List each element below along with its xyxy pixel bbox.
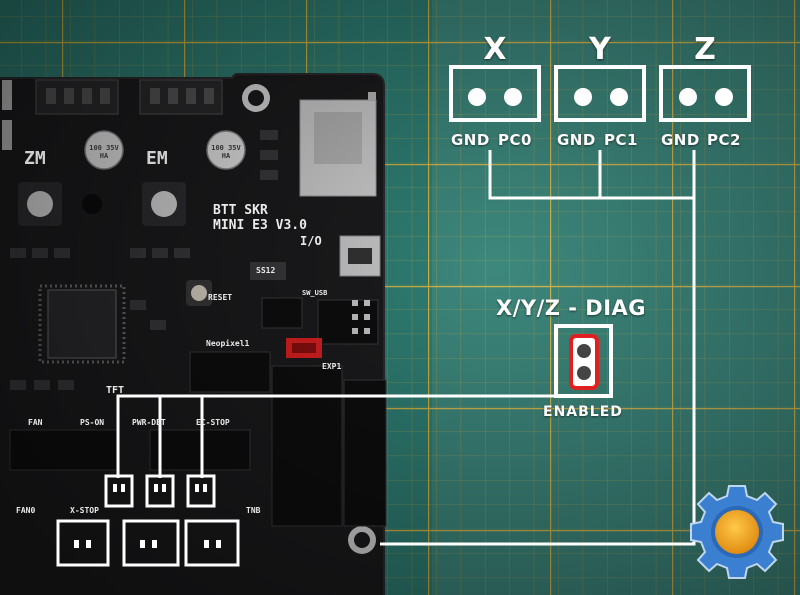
silk-em: EM bbox=[146, 148, 168, 169]
diag-title: X/Y/Z - DIAG bbox=[496, 296, 647, 320]
silk-io: I/O bbox=[300, 234, 322, 248]
y-signal-label: PC1 bbox=[604, 131, 638, 149]
silk-reset: RESET bbox=[208, 293, 233, 302]
silk-sw-usb: SW_USB bbox=[302, 289, 328, 297]
silk-cap-right: 100 35V HA bbox=[211, 144, 241, 160]
board-model-line1: BTT SKR bbox=[213, 203, 268, 218]
silk-ec-stop: EC-STOP bbox=[196, 418, 230, 427]
y-endstop-outline bbox=[122, 519, 180, 567]
silk-pwr-det: PWR-DET bbox=[132, 418, 166, 427]
x-connector-outline bbox=[449, 65, 541, 122]
board-model-line2: MINI E3 V3.0 bbox=[213, 218, 307, 233]
z-axis-label: Z bbox=[694, 32, 716, 67]
z-endstop-outline bbox=[184, 519, 240, 567]
diag-jumper bbox=[569, 334, 599, 390]
silk-ss12: SS12 bbox=[256, 266, 276, 275]
silk-neopixel: Neopixel1 bbox=[206, 339, 250, 348]
z-signal-label: PC2 bbox=[707, 131, 741, 149]
z-connector-outline bbox=[659, 65, 751, 122]
silk-tft: TFT bbox=[106, 385, 125, 396]
gear-icon bbox=[690, 485, 784, 579]
diag-wire bbox=[116, 394, 556, 478]
silk-zm: ZM bbox=[24, 148, 46, 169]
x-signal-label: PC0 bbox=[498, 131, 532, 149]
silk-exp1: EXP1 bbox=[322, 362, 342, 371]
y-gnd-label: GND bbox=[557, 131, 596, 149]
diag-jumper-outline bbox=[554, 324, 613, 398]
x-axis-label: X bbox=[483, 32, 507, 67]
silk-x-stop: X-STOP bbox=[70, 506, 99, 515]
diag-state: ENABLED bbox=[543, 404, 623, 420]
y-connector-outline bbox=[554, 65, 646, 122]
silk-fan0: FAN0 bbox=[16, 506, 36, 515]
silk-cap-left: 100 35V HA bbox=[89, 144, 119, 160]
x-endstop-outline bbox=[56, 519, 110, 567]
silk-fan: FAN bbox=[28, 418, 43, 427]
z-gnd-label: GND bbox=[661, 131, 700, 149]
y-axis-label: Y bbox=[589, 32, 611, 67]
x-gnd-label: GND bbox=[451, 131, 490, 149]
silk-ps-on: PS-ON bbox=[80, 418, 105, 427]
silk-tnb: TNB bbox=[246, 506, 261, 515]
